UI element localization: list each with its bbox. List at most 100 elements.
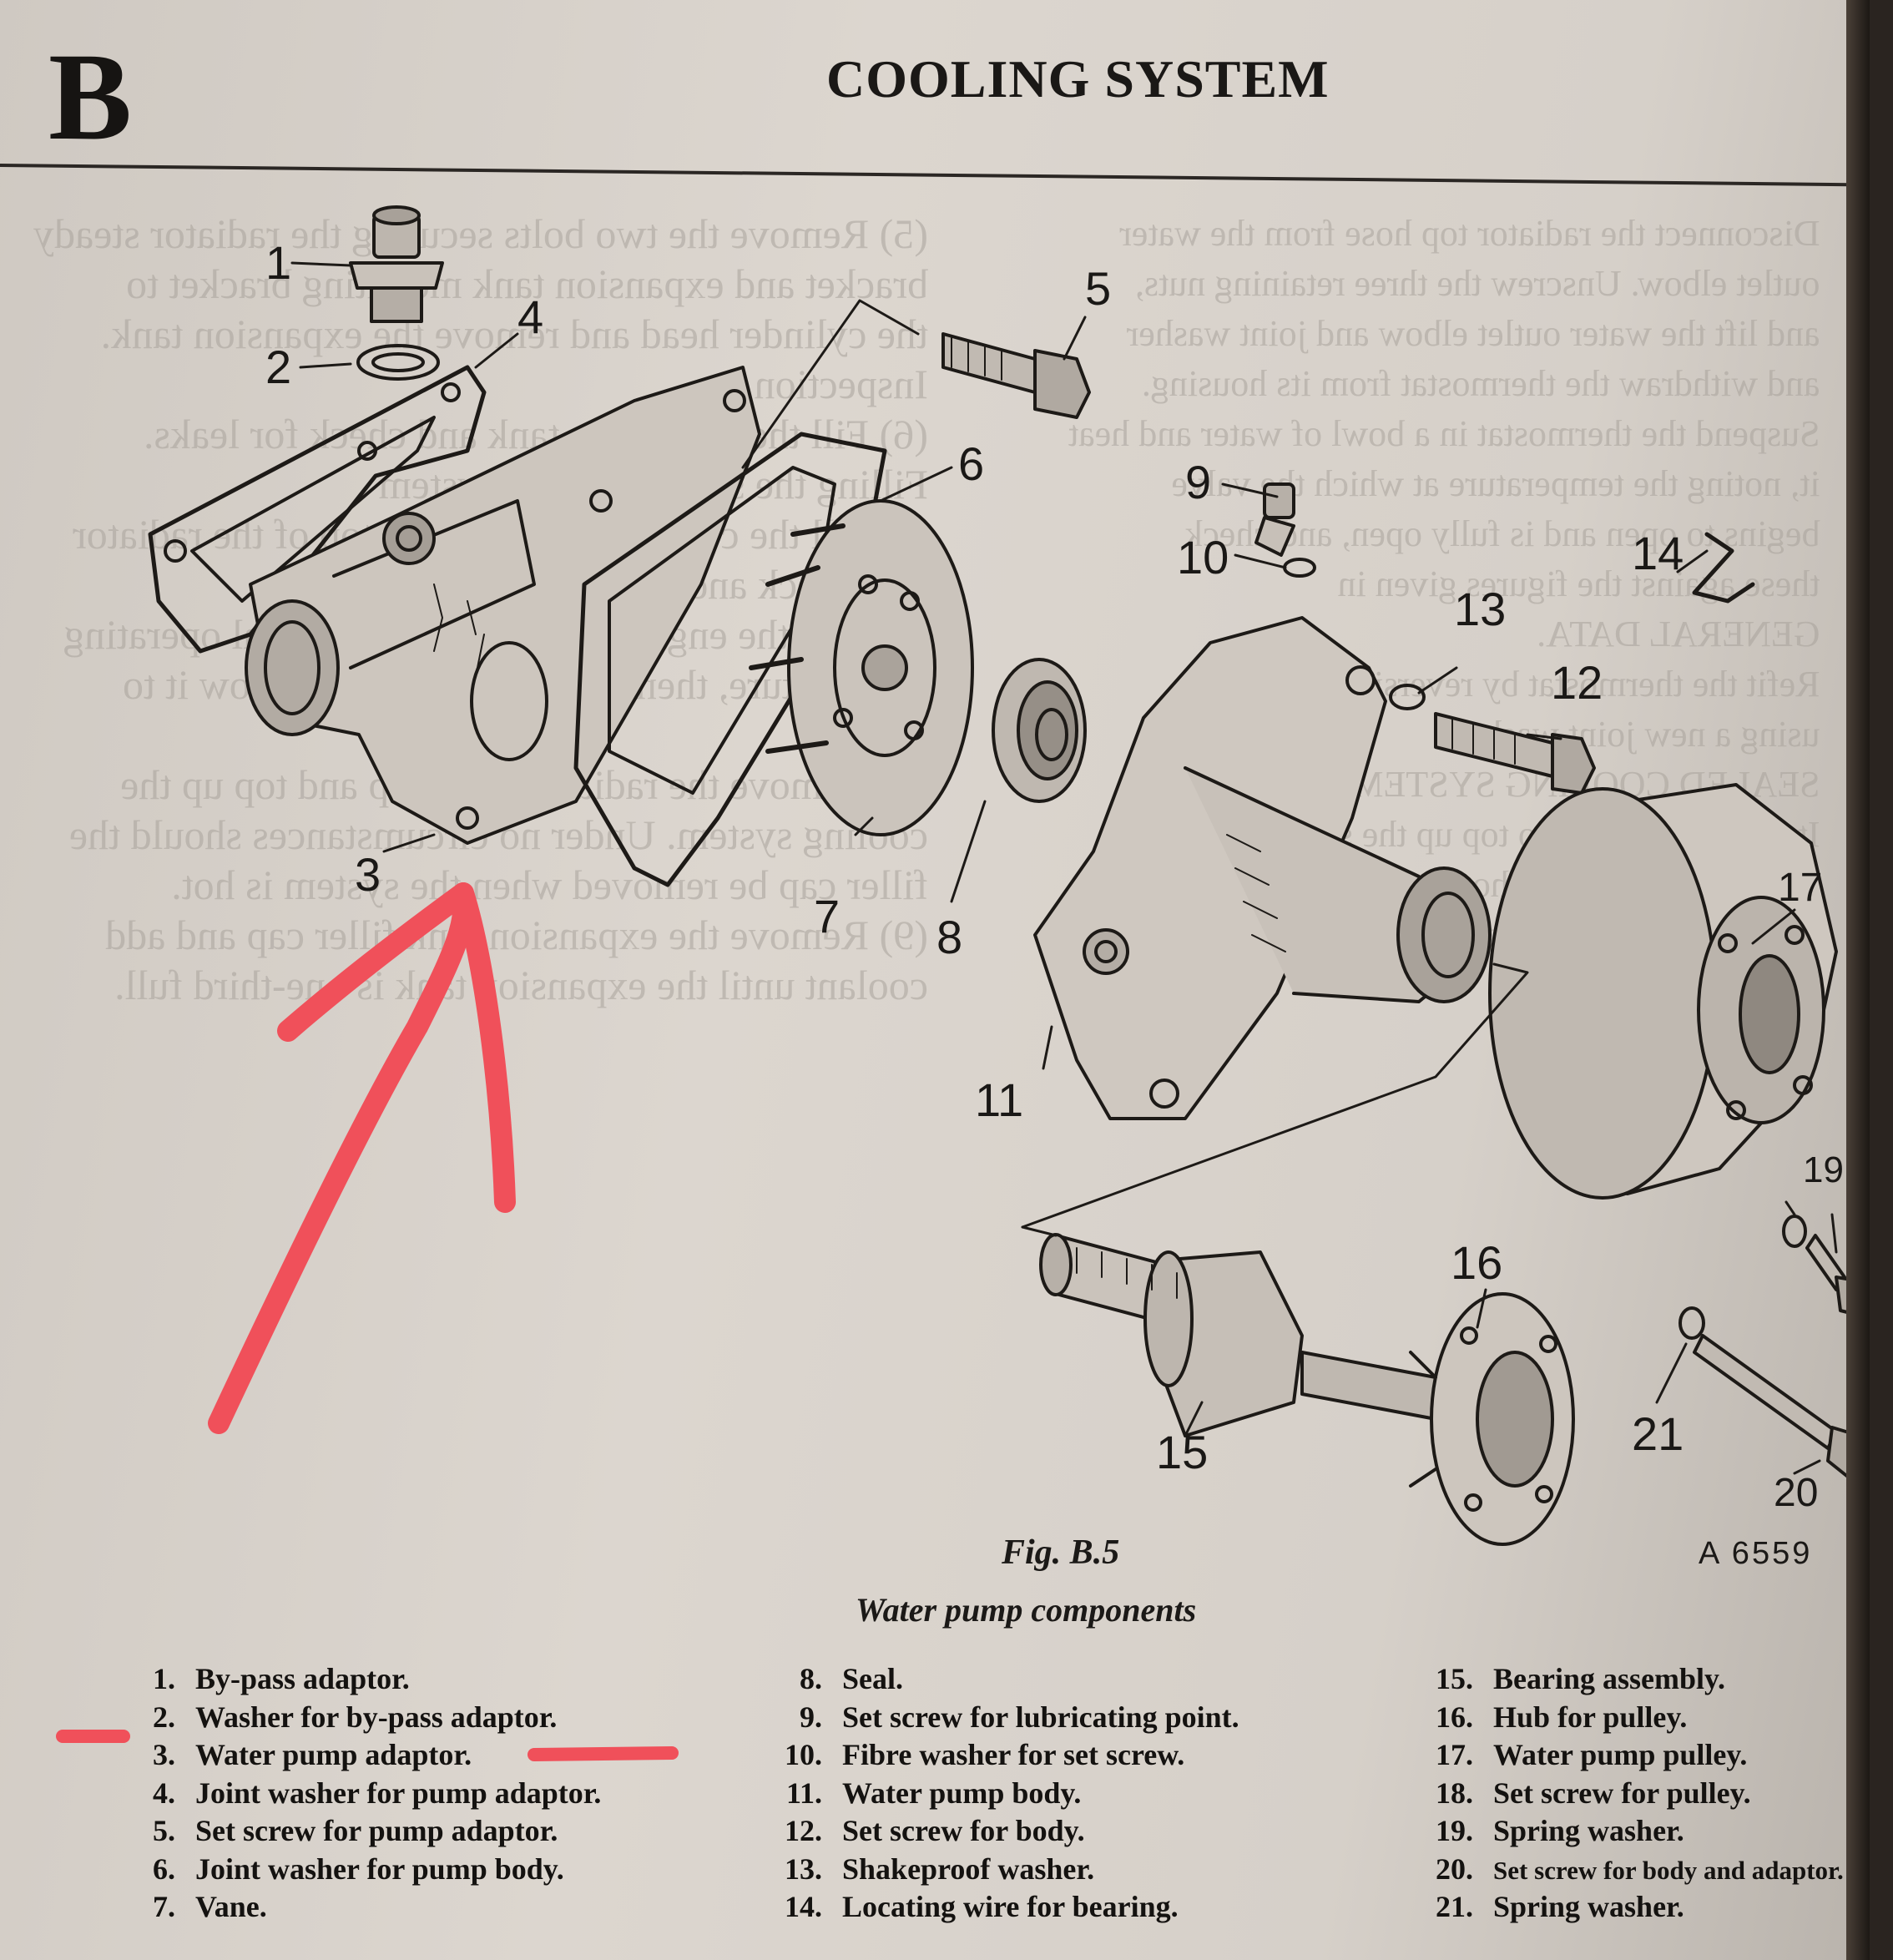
legend-text: Seal. bbox=[842, 1662, 904, 1695]
part-8-seal bbox=[992, 658, 1087, 803]
part-17-water-pump-pulley bbox=[1488, 783, 1838, 1200]
legend-item: 18.Set screw for pulley. bbox=[1402, 1776, 1844, 1814]
legend-text: Set screw for body and adaptor. bbox=[1493, 1855, 1844, 1885]
legend-item: 3. Water pump adaptor. bbox=[125, 1737, 601, 1776]
callout-8: 8 bbox=[936, 911, 963, 963]
callout-13: 13 bbox=[1454, 583, 1507, 635]
callout-14: 14 bbox=[1632, 527, 1684, 579]
part-19-spring-washer bbox=[1782, 1215, 1807, 1248]
legend-item: 17. Water pump pulley. bbox=[1402, 1737, 1844, 1776]
legend-number: 9. bbox=[800, 1700, 822, 1734]
book-spine-edge bbox=[1846, 0, 1870, 1960]
legend-item: 1. By-pass adaptor. bbox=[125, 1661, 601, 1700]
part-5-set-screw bbox=[941, 332, 1091, 419]
part-16-hub-for-pulley bbox=[1409, 1292, 1575, 1546]
callout-21: 21 bbox=[1632, 1407, 1684, 1460]
legend-text: Joint washer for pump body. bbox=[195, 1851, 564, 1886]
legend-text: Hub for pulley. bbox=[1493, 1700, 1688, 1734]
legend-text: Water pump adaptor. bbox=[195, 1738, 472, 1771]
legend-item: 2. Washer for by-pass adaptor. bbox=[125, 1700, 601, 1738]
legend-number: 20. bbox=[1436, 1851, 1473, 1886]
legend-number: 11. bbox=[785, 1776, 822, 1810]
part-2-washer bbox=[356, 344, 440, 381]
figure-caption: Water pump components bbox=[856, 1591, 1197, 1629]
part-14-locating-wire bbox=[1692, 532, 1755, 604]
legend-item: 9.Set screw for lubricating point. bbox=[755, 1700, 1239, 1738]
legend-text: By-pass adaptor. bbox=[195, 1662, 410, 1695]
callout-16: 16 bbox=[1451, 1236, 1503, 1289]
legend-column-2: 8. Seal. 9.Set screw for lubricating poin… bbox=[755, 1661, 1239, 1927]
section-letter: B bbox=[48, 28, 133, 166]
legend-item: 6. Joint washer for pump body. bbox=[125, 1851, 601, 1890]
legend-text: Shakeproof washer. bbox=[842, 1851, 1095, 1886]
legend-text: Spring washer. bbox=[1493, 1814, 1684, 1847]
legend-number: 3. bbox=[153, 1738, 175, 1771]
part-12-set-screw bbox=[1434, 712, 1596, 795]
legend-column-1: 1. By-pass adaptor. 2. Washer for by-pass … bbox=[125, 1661, 601, 1927]
legend-text: Water pump pulley. bbox=[1493, 1738, 1748, 1771]
legend-text: Locating wire for bearing. bbox=[842, 1890, 1179, 1923]
page-title: COOLING SYSTEM bbox=[826, 49, 1330, 109]
legend-item: 21. Spring washer. bbox=[1402, 1889, 1844, 1927]
part-6-joint-washer bbox=[573, 432, 887, 887]
part-10-fibre-washer bbox=[1283, 558, 1316, 578]
legend-text: Spring washer. bbox=[1493, 1890, 1684, 1923]
legend-number: 6. bbox=[153, 1851, 175, 1886]
callout-3: 3 bbox=[355, 848, 381, 901]
legend-number: 5. bbox=[153, 1814, 175, 1847]
legend-item: 19. Spring washer. bbox=[1402, 1813, 1844, 1851]
legend-number: 7. bbox=[153, 1890, 175, 1923]
legend-number: 13. bbox=[785, 1851, 822, 1886]
callout-19: 19 bbox=[1803, 1149, 1844, 1190]
water-pump-exploded-diagram bbox=[148, 205, 1870, 1546]
callout-7: 7 bbox=[814, 890, 840, 942]
callout-5: 5 bbox=[1085, 262, 1112, 315]
callout-9: 9 bbox=[1185, 456, 1212, 508]
part-9-set-screw bbox=[1254, 482, 1295, 557]
figure-code: A 6559 bbox=[1699, 1536, 1813, 1571]
legend-number: 17. bbox=[1436, 1738, 1473, 1771]
legend-text: Set screw for pump adaptor. bbox=[195, 1814, 558, 1847]
legend-text: Washer for by-pass adaptor. bbox=[195, 1700, 558, 1734]
legend-text: Fibre washer for set screw. bbox=[842, 1738, 1185, 1771]
part-21-spring-washer bbox=[1678, 1306, 1705, 1340]
legend-number: 19. bbox=[1436, 1814, 1473, 1847]
callout-20: 20 bbox=[1774, 1471, 1819, 1515]
legend-item: 11. Water pump body. bbox=[755, 1776, 1239, 1814]
legend-text: Water pump body. bbox=[842, 1776, 1082, 1810]
callout-11: 11 bbox=[975, 1073, 1024, 1126]
part-1-bypass-adaptor bbox=[349, 205, 444, 323]
legend-number: 15. bbox=[1436, 1662, 1473, 1695]
legend-text: Set screw for body. bbox=[842, 1814, 1085, 1847]
legend-item: 5. Set screw for pump adaptor. bbox=[125, 1813, 601, 1851]
legend-text: Bearing assembly. bbox=[1493, 1662, 1726, 1695]
part-13-shakeproof-washer bbox=[1389, 684, 1426, 710]
callout-1: 1 bbox=[265, 236, 292, 289]
legend-number: 21. bbox=[1436, 1890, 1473, 1923]
figure-label: Fig. B.5 bbox=[1002, 1533, 1120, 1572]
callout-2: 2 bbox=[265, 341, 292, 393]
legend-number: 14. bbox=[785, 1890, 822, 1923]
legend-number: 16. bbox=[1436, 1700, 1473, 1734]
callout-15: 15 bbox=[1156, 1426, 1209, 1478]
part-20-set-screw bbox=[1693, 1334, 1865, 1479]
legend-item: 12.Set screw for body. bbox=[755, 1813, 1239, 1851]
callout-17: 17 bbox=[1778, 866, 1823, 910]
legend-number: 1. bbox=[153, 1662, 175, 1695]
legend-number: 8. bbox=[800, 1662, 822, 1695]
legend-item: 7. Vane. bbox=[125, 1889, 601, 1927]
legend-item: 10. Fibre washer for set screw. bbox=[755, 1737, 1239, 1776]
legend-item: 14. Locating wire for bearing. bbox=[755, 1889, 1239, 1927]
part-15-bearing-assembly bbox=[1039, 1233, 1437, 1437]
callout-10: 10 bbox=[1177, 531, 1229, 583]
legend-number: 4. bbox=[153, 1776, 175, 1810]
legend-number: 10. bbox=[785, 1738, 822, 1771]
callout-4: 4 bbox=[517, 290, 544, 343]
legend-text: Vane. bbox=[195, 1890, 267, 1923]
legend-item: 13. Shakeproof washer. bbox=[755, 1851, 1239, 1890]
legend-item: 8. Seal. bbox=[755, 1661, 1239, 1700]
callout-6: 6 bbox=[958, 437, 985, 490]
legend-number: 2. bbox=[153, 1700, 175, 1734]
part-4-joint-washer bbox=[148, 365, 487, 654]
